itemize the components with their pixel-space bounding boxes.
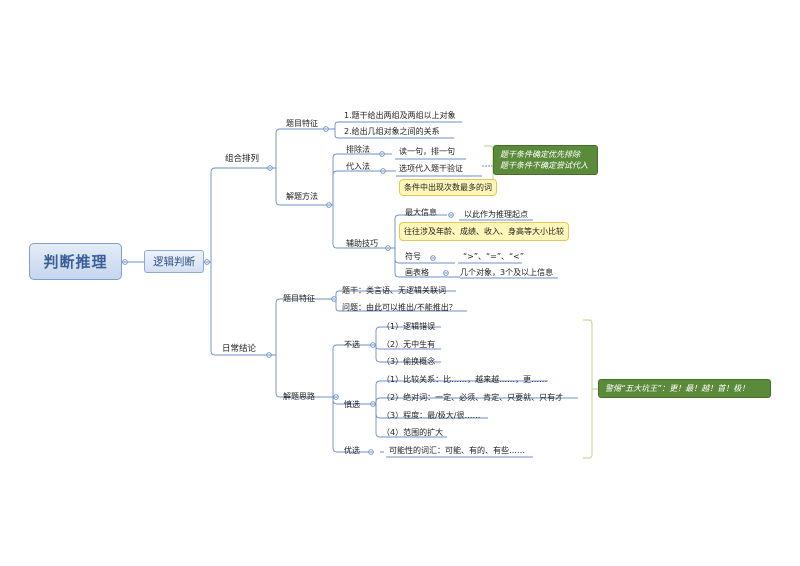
fuhao-desc: “>”、“=”、“<” — [463, 252, 524, 261]
richang-tigan: 题干：类言语、无逻辑关联词 — [342, 286, 446, 295]
buxuan-item-1: （1）逻辑错误 — [382, 322, 436, 331]
note-method-priority: 题干条件确定优先排除 题干条件不确定尝试代入 — [493, 145, 598, 175]
zuhe-tezheng-item-1: 1.题干给出两组及两组以上对象 — [344, 111, 456, 120]
fuzhu-jiqiao[interactable]: 辅助技巧 — [346, 239, 378, 248]
youxuan[interactable]: 优选 — [344, 446, 360, 455]
buxuan[interactable]: 不选 — [344, 340, 360, 349]
youxuan-desc: 可能性的词汇：可能、有的、有些…… — [389, 446, 525, 455]
note-line-2: 题干条件不确定尝试代入 — [500, 161, 588, 170]
zuhe-fangfa[interactable]: 解题方法 — [286, 192, 318, 201]
richang-wenti: 问题：由此可以推出/不能推出？ — [342, 303, 457, 312]
dairu-method[interactable]: 代入法 — [346, 162, 370, 171]
richang-tezheng[interactable]: 题目特征 — [283, 294, 315, 303]
shenxuan-item-2: （2）绝对词：一定、必须、肯定、只要就、只有才 — [382, 393, 564, 402]
paichu-method[interactable]: 排除法 — [346, 145, 370, 154]
note-line-1: 题干条件确定优先排除 — [500, 150, 580, 159]
root-node[interactable]: 判断推理 — [29, 243, 122, 280]
zuhe-tezheng-item-2: 2.给出几组对象之间的关系 — [344, 127, 440, 136]
main-topic-node[interactable]: 逻辑判断 — [144, 250, 204, 273]
shenxuan-item-4: （4）范围的扩大 — [382, 428, 444, 437]
callout-comparison: 往往涉及年龄、成绩、收入、身高等大小比较 — [399, 222, 569, 241]
richang-silu[interactable]: 解题思路 — [283, 392, 315, 401]
shenxuan[interactable]: 慎选 — [344, 400, 360, 409]
shenxuan-item-1: （1）比较关系：比……，越来越……，更…… — [382, 375, 548, 384]
zuida-xinxi[interactable]: 最大信息 — [405, 208, 437, 217]
warning-note: 警惕“五大坑王”：更！最！越！首！极！ — [598, 379, 771, 398]
dairu-desc: 选项代入题干验证 — [399, 164, 463, 173]
shenxuan-item-3: （3）程度：最/极大/很…… — [382, 411, 481, 420]
fuhao[interactable]: 符号 — [405, 252, 421, 261]
zuhe-tezheng[interactable]: 题目特征 — [286, 119, 318, 128]
buxuan-item-3: （3）偷换概念 — [382, 357, 436, 366]
branch-zuhe[interactable]: 组合排列 — [225, 154, 260, 164]
paichu-desc: 读一句，排一句 — [399, 147, 455, 156]
huabiao[interactable]: 画表格 — [405, 268, 429, 277]
callout-most-frequent: 条件中出现次数最多的词 — [399, 179, 497, 196]
buxuan-item-2: （2）无中生有 — [382, 340, 436, 349]
huabiao-desc: 几个对象，3个及以上信息 — [460, 268, 554, 277]
branch-richang[interactable]: 日常结论 — [222, 344, 257, 354]
zuida-desc: 以此作为推理起点 — [464, 210, 528, 219]
